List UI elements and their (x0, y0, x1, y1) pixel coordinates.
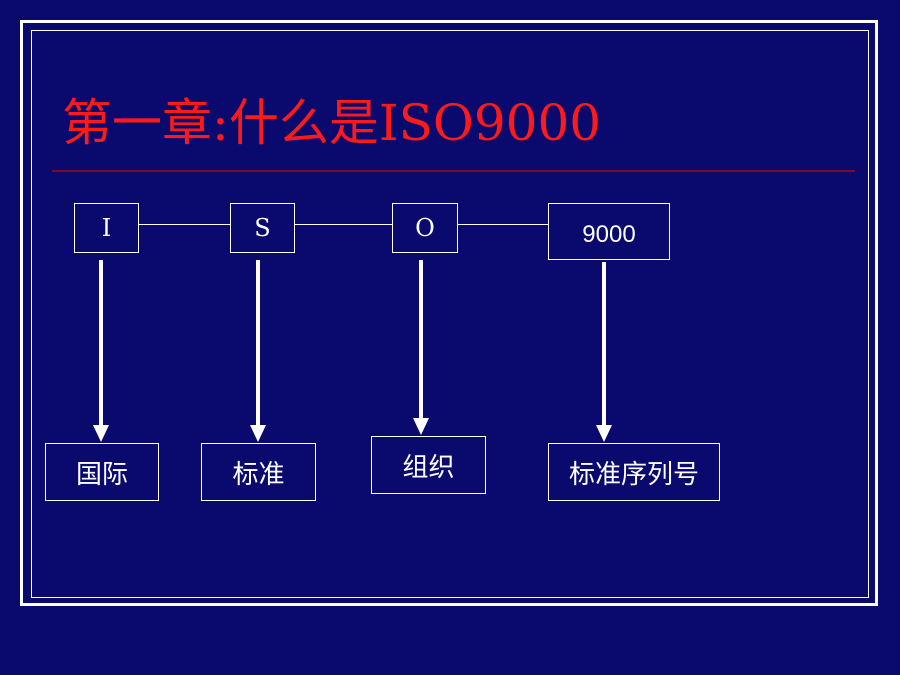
box-zuzhi: 组织 (371, 436, 486, 494)
title-underline (52, 170, 855, 172)
arrow-o (413, 260, 429, 435)
arrow-i (93, 260, 109, 442)
slide-title: 第一章:什么是ISO9000 (62, 94, 602, 152)
box-s: S (230, 203, 295, 253)
slide-inner-border (31, 30, 869, 598)
connector-s-o (294, 224, 393, 225)
box-i: I (74, 203, 139, 253)
box-9000: 9000 (548, 203, 670, 260)
arrow-s (250, 260, 266, 442)
box-biaozhun: 标准 (201, 443, 316, 501)
connector-o-9000 (457, 224, 549, 225)
slide-outer-border (20, 20, 878, 606)
box-o: O (392, 203, 458, 253)
connector-i-s (138, 224, 231, 225)
box-guoji: 国际 (45, 443, 159, 501)
arrow-9000 (596, 262, 612, 442)
box-biaozhun-xuliehao: 标准序列号 (548, 443, 720, 501)
